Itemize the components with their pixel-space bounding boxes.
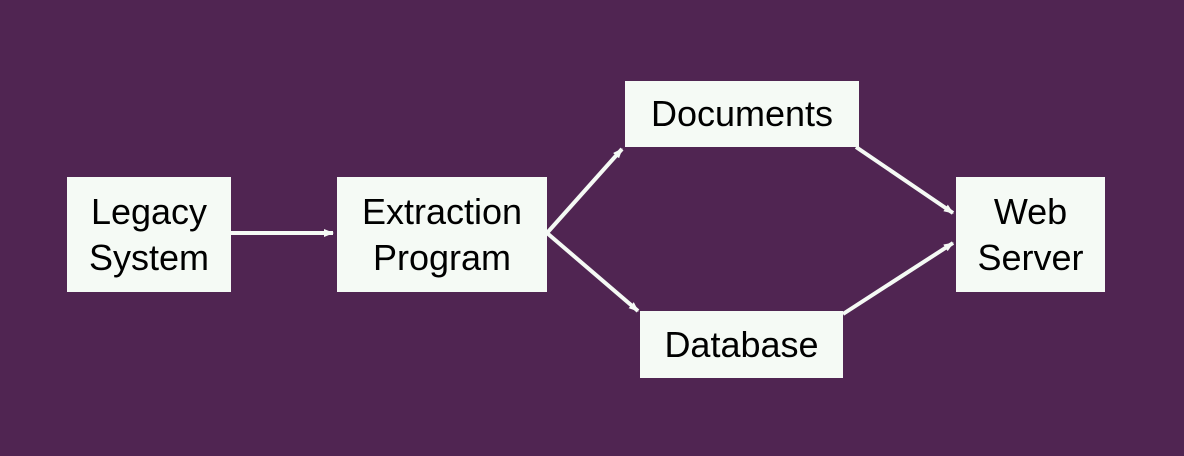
edge-extraction-to-database [545,231,640,313]
node-web-server: Web Server [956,177,1105,292]
node-documents: Documents [625,81,859,147]
node-extraction-program: Extraction Program [337,177,547,292]
edge-database-to-web [841,241,955,316]
node-database: Database [640,311,843,378]
edge-extraction-to-documents [545,147,624,235]
edge-documents-to-web [854,145,955,215]
node-legacy-system: Legacy System [67,177,231,292]
